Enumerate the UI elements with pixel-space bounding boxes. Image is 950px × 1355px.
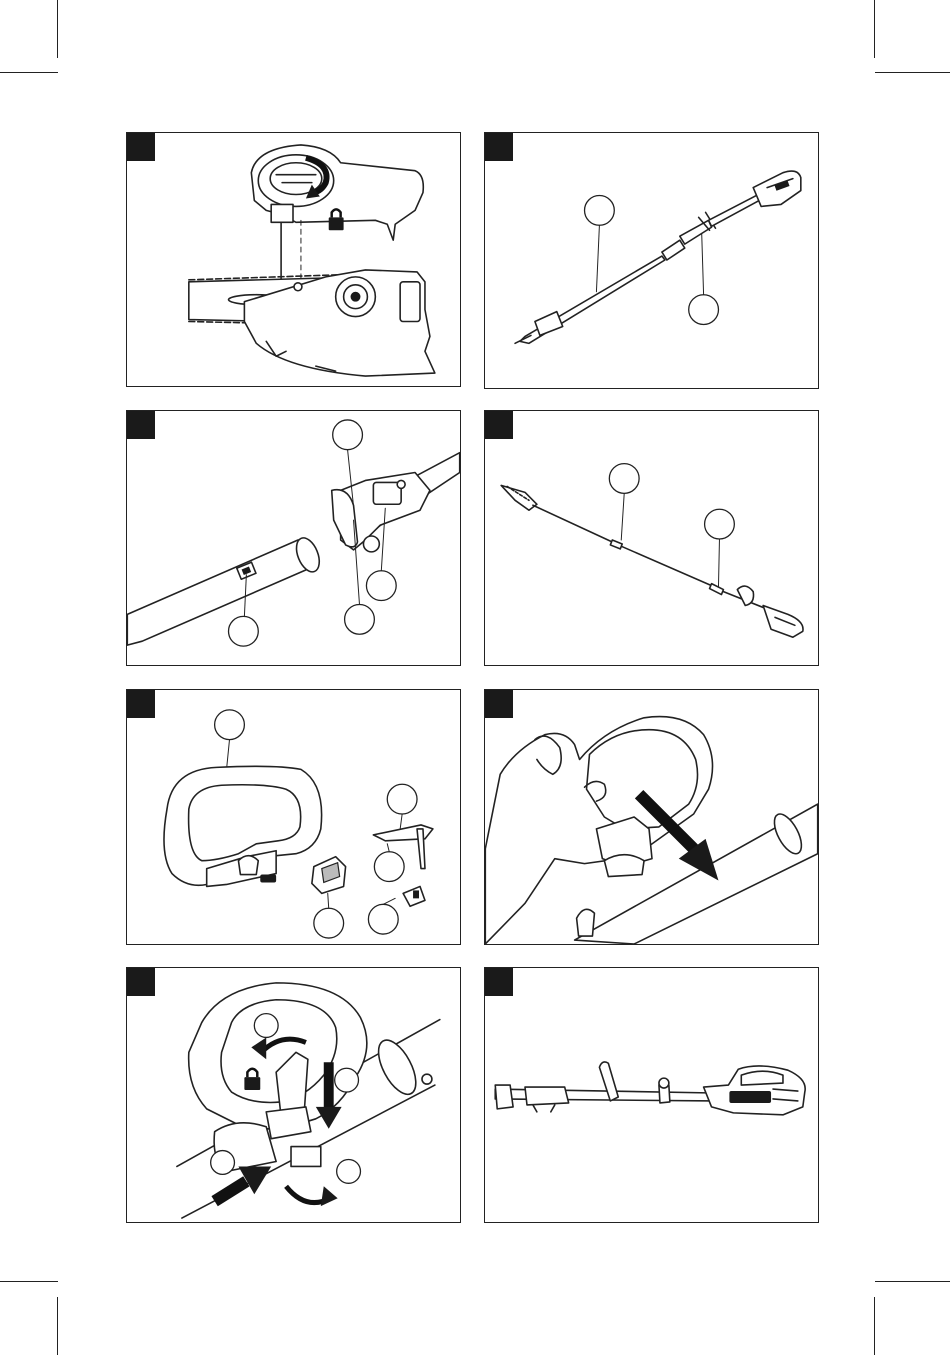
callout-circle [254,1014,278,1038]
panel-5 [126,689,461,945]
panel-8 [484,967,819,1223]
callout-circle [337,1159,361,1183]
panel-3 [126,410,461,666]
callout-circle [229,616,259,646]
callout-circle [335,1068,359,1092]
crop-mark [875,1281,950,1282]
callout-circle [333,420,363,450]
pole-saw-complete-illustration [485,968,818,1222]
crop-mark [0,1281,58,1282]
callout-circle [314,908,344,938]
panel-6 [484,689,819,945]
handle-lock-illustration [127,968,460,1222]
panel-7 [126,967,461,1223]
crop-mark [57,0,58,58]
callout-circle [366,571,396,601]
crop-mark [57,1297,58,1355]
crop-mark [874,1297,875,1355]
crop-mark [0,72,58,73]
panel-1 [126,132,461,387]
callout-circle [689,295,719,325]
crop-mark [875,72,950,73]
handle-parts-illustration [127,690,460,944]
callout-circle [345,604,375,634]
callout-circle [215,710,245,740]
panel-2 [484,132,819,389]
callout-circle [374,852,404,882]
panel-4 [484,410,819,666]
pole-saw-illustration [485,133,818,388]
callout-circle [609,464,639,494]
callout-circle [387,784,417,814]
handle-install-illustration [485,690,818,944]
callout-circle [368,904,398,934]
shaft-coupler-illustration [127,411,460,665]
callout-circle [585,196,615,226]
crop-mark [874,0,875,58]
callout-circle [211,1151,235,1175]
chain-bar-illustration [127,133,460,386]
callout-circle [705,509,735,539]
pole-saw-extended-illustration [485,411,818,665]
